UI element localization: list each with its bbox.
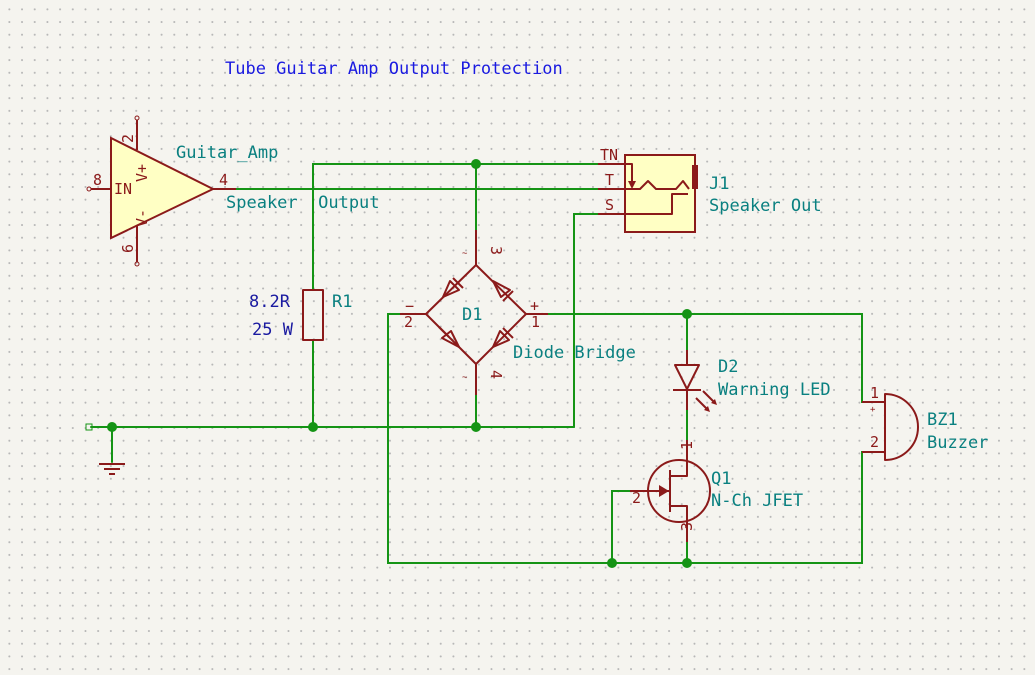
buzzer-pin1-number: 1 xyxy=(870,384,879,402)
buzzer-pin2-number: 2 xyxy=(870,433,879,451)
bridge-plus-sign: + xyxy=(530,297,539,315)
amp-pin-in-number: 8 xyxy=(93,171,102,189)
amplifier-symbol xyxy=(86,115,236,267)
diode-bridge-symbol xyxy=(400,230,548,395)
resistor-reference: R1 xyxy=(332,292,352,312)
junctions xyxy=(107,159,692,568)
resistor-value: 8.2R xyxy=(249,292,291,312)
junction-dot xyxy=(607,558,617,568)
jfet-reference: Q1 xyxy=(711,469,731,489)
junction-dot xyxy=(682,309,692,319)
led-reference: D2 xyxy=(718,357,738,377)
bridge-pin-minus-number: 2 xyxy=(404,313,413,331)
amp-vminus-label: V- xyxy=(133,209,151,227)
amp-input-label: IN xyxy=(114,180,132,198)
jack-reference: J1 xyxy=(709,174,729,194)
jack-value: Speaker Out xyxy=(709,196,822,216)
junction-dot xyxy=(471,422,481,432)
jfet-value: N-Ch JFET xyxy=(711,491,803,511)
junction-dot xyxy=(308,422,318,432)
jfet-symbol xyxy=(630,440,711,542)
wire-gate xyxy=(611,490,631,564)
bridge-minus-sign: − xyxy=(405,297,414,315)
schematic-title: Tube Guitar Amp Output Protection xyxy=(225,59,563,79)
buzzer-plus-mark: + xyxy=(870,405,876,415)
jack-pin-tn: TN xyxy=(600,146,618,164)
amp-vplus-label: V+ xyxy=(133,164,151,182)
amp-pin-vminus-number: 6 xyxy=(119,244,137,253)
junction-dot xyxy=(107,422,117,432)
jfet-pin-drain-number: 1 xyxy=(678,441,696,450)
resistor-body xyxy=(302,289,324,341)
amp-pin-out-number: 4 xyxy=(219,171,228,189)
led-value: Warning LED xyxy=(718,380,831,400)
wire-tn-net xyxy=(312,163,599,291)
bridge-pin-ac1-number: 3 xyxy=(487,246,505,255)
jack-pin-t: T xyxy=(605,171,614,189)
wire-sleeve-ground xyxy=(573,213,599,428)
resistor-symbol xyxy=(302,289,324,341)
resistor-power: 25 W xyxy=(252,320,294,340)
bridge-value: Diode Bridge xyxy=(513,343,636,363)
amp-pin-vplus-number: 2 xyxy=(119,134,137,143)
buzzer-body xyxy=(884,393,919,461)
warning-led-symbol xyxy=(673,350,717,412)
wire-end-marker xyxy=(85,423,93,431)
jack-sleeve-bar xyxy=(692,165,698,189)
amp-reference: Guitar_Amp xyxy=(176,143,278,163)
ground-symbol-icon xyxy=(99,463,125,475)
buzzer-reference: BZ1 xyxy=(927,410,958,430)
jfet-pin-source-number: 3 xyxy=(678,522,696,531)
bridge-ac-mark-top: ~ xyxy=(462,249,468,259)
speaker-jack-symbol xyxy=(598,154,698,233)
bridge-pin-plus-number: 1 xyxy=(531,313,540,331)
junction-dot xyxy=(682,558,692,568)
jfet-pin-gate-number: 2 xyxy=(632,489,641,507)
junction-dot xyxy=(471,159,481,169)
jack-pin-s: S xyxy=(605,196,614,214)
buzzer-value: Buzzer xyxy=(927,433,988,453)
bridge-reference: D1 xyxy=(462,305,482,325)
speaker-output-net-label: Speaker Output xyxy=(226,193,380,213)
buzzer-symbol xyxy=(862,393,919,461)
bridge-ac-mark-bottom: ~ xyxy=(462,373,468,383)
bridge-pin-ac2-number: 4 xyxy=(487,370,505,379)
